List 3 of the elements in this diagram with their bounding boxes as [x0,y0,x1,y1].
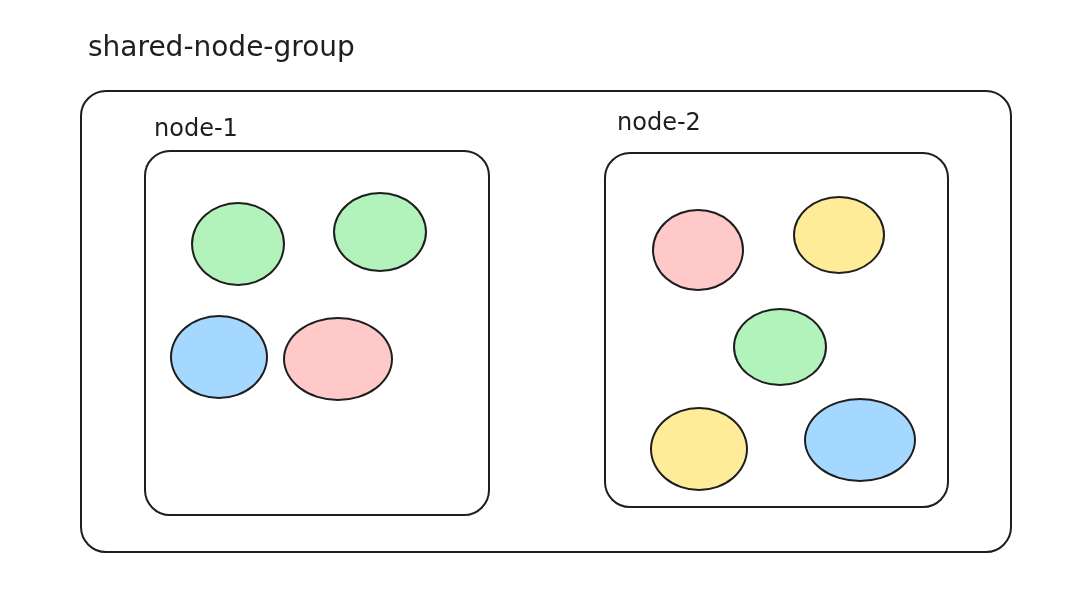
group-title: node-2 [616,108,701,138]
group-title: shared-node-group [87,30,355,65]
group-title: node-1 [153,114,238,144]
